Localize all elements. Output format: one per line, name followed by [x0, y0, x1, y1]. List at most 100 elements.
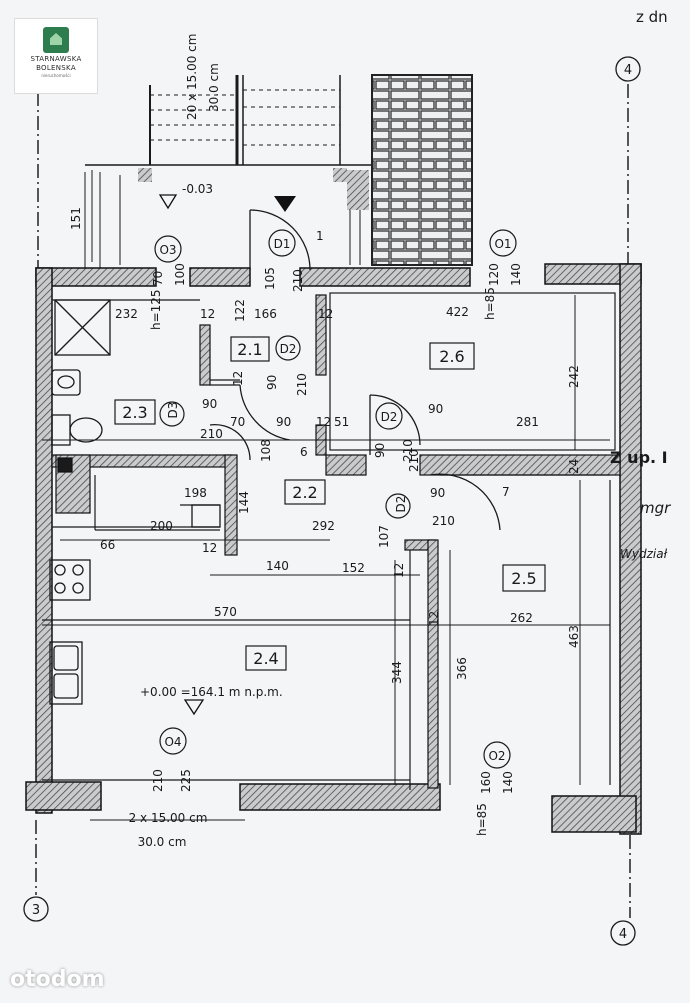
door-tag-d2-c: D2: [394, 496, 408, 513]
dim-1: 1: [316, 229, 324, 243]
logo-line-1: STARNAWSKA: [30, 55, 82, 63]
logo-line-3: nieruchomości: [41, 73, 71, 78]
dim-262: 262: [510, 611, 533, 625]
dim-570: 570: [214, 605, 237, 619]
paving-area: [372, 75, 472, 265]
dim-166: 166: [254, 307, 277, 321]
side-note-b: mgr: [640, 499, 671, 517]
dim-344: 344: [390, 661, 404, 684]
dim-210e: 210: [151, 769, 165, 792]
dim-100: 100: [173, 263, 187, 286]
dim-90f: 90: [430, 486, 445, 500]
logo-line-2: BOLENSKA: [36, 64, 76, 72]
paving-border: [371, 74, 473, 266]
dim-51: 51: [334, 415, 349, 429]
shower-tray: [54, 299, 111, 356]
dim-144: 144: [237, 491, 251, 514]
door-tag-d1: D1: [274, 237, 291, 251]
dim-210d: 210: [432, 514, 455, 528]
stairs-steps-label: 20 x 15.00 cm: [185, 34, 199, 120]
dim-h125: h=125: [149, 289, 163, 330]
dim-422: 422: [446, 305, 469, 319]
dim-140a: 140: [266, 559, 289, 573]
window-tag-o4: O4: [164, 735, 181, 749]
dim-366: 366: [455, 657, 469, 680]
dim-151: 151: [69, 207, 83, 230]
window-tag-o2: O2: [488, 749, 505, 763]
door-tag-d2-a: D2: [280, 342, 297, 356]
dim-24: 24: [567, 459, 581, 474]
side-note-a: Z up. I: [610, 448, 668, 467]
dim-210c: 210: [401, 439, 415, 462]
dim-140b: 140: [501, 771, 515, 794]
room-label-boxes: [114, 336, 546, 671]
tag-circles: [154, 229, 517, 769]
dim-90a: 90: [265, 375, 279, 390]
dim-90c: 90: [276, 415, 291, 429]
dim-108: 108: [259, 439, 273, 462]
level-floor: +0.00 =164.1 m n.p.m.: [140, 685, 283, 699]
level-marker-floor-icon: [183, 699, 205, 716]
outer-walls: [25, 263, 642, 835]
dim-12b: 12: [318, 307, 333, 321]
grid-axis-lines: [35, 84, 631, 918]
dim-160: 160: [479, 771, 493, 794]
dim-12f: 12: [392, 563, 406, 578]
dim-198: 198: [184, 486, 207, 500]
door-tag-d2-b: D2: [381, 410, 398, 424]
side-note-c: Wydział: [620, 547, 668, 561]
axis-label-4-bottom: 4: [619, 927, 627, 942]
window-tag-o1: O1: [494, 237, 511, 251]
dim-107: 107: [377, 525, 391, 548]
stairs-tread-label: 30.0 cm: [207, 63, 221, 112]
room-2-4: 2.4: [253, 649, 278, 668]
room-2-2: 2.2: [292, 483, 317, 502]
dim-210a: 210: [295, 373, 309, 396]
dim-70a: 70: [230, 415, 245, 429]
fixtures: [49, 299, 221, 705]
room-2-5: 2.5: [511, 569, 536, 588]
dim-152: 152: [342, 561, 365, 575]
level-entry: -0.03: [182, 182, 213, 196]
dim-105: 105: [263, 267, 277, 290]
column-left: [138, 168, 152, 182]
axis-label-3: 3: [32, 903, 40, 918]
dimension-texts: 151 232 h=125 12 122 166 12 422 h=85 12 …: [69, 207, 581, 836]
dim-7: 7: [502, 485, 510, 499]
header-corner-text: z dn: [636, 8, 668, 26]
door-tag-d3: D3: [166, 402, 180, 419]
dim-12g: 12: [427, 611, 441, 626]
column-right: [333, 168, 347, 182]
room-2-3: 2.3: [122, 403, 147, 422]
dim-66: 66: [100, 538, 115, 552]
wall-stub: [347, 170, 369, 210]
stairs-bottom-tread: 30.0 cm: [138, 835, 187, 849]
dim-90b: 90: [202, 397, 217, 411]
dim-h85a: h=85: [483, 287, 497, 320]
dim-200: 200: [150, 519, 173, 533]
dim-225: 225: [179, 769, 193, 792]
dim-210f: 210: [291, 269, 305, 292]
kitchen-sink: [49, 641, 83, 705]
dim-12d: 12: [316, 415, 331, 429]
stairs-bottom-steps: 2 x 15.00 cm: [129, 811, 208, 825]
washbasin: [51, 369, 81, 396]
cooktop: [49, 559, 91, 601]
dim-120: 120: [487, 263, 501, 286]
house-icon: [43, 27, 69, 53]
dim-210b: 210: [200, 427, 223, 441]
room-2-1: 2.1: [237, 340, 262, 359]
toilet-bowl: [69, 417, 103, 443]
dimension-lines: [42, 170, 610, 821]
dim-12e: 12: [202, 541, 217, 555]
grid-axis-markers: 4 4 3: [23, 56, 641, 946]
dim-12a: 12: [200, 307, 215, 321]
entrance-arrow-icon: [274, 196, 296, 212]
inner-lines: [42, 292, 616, 790]
watermark: otodom: [10, 967, 105, 992]
dim-292: 292: [312, 519, 335, 533]
door-swings: [209, 209, 501, 531]
dim-281: 281: [516, 415, 539, 429]
dim-232: 232: [115, 307, 138, 321]
